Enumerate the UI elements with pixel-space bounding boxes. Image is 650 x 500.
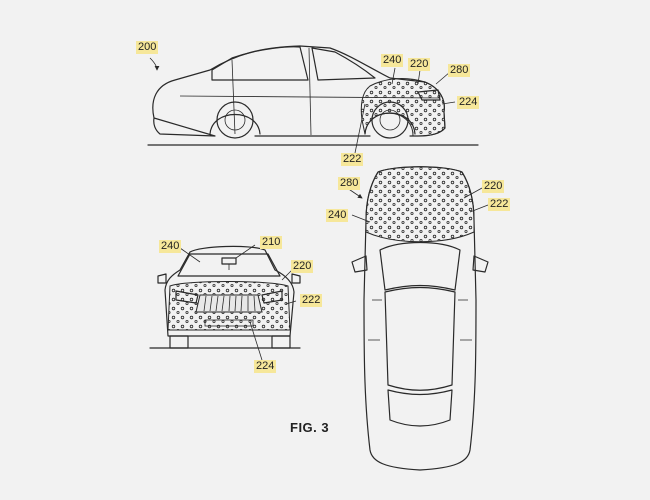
label-280-top: 280 (338, 177, 360, 190)
label-220-top: 220 (482, 180, 504, 193)
top-coating-region (366, 167, 474, 242)
label-280-side: 280 (448, 64, 470, 77)
front-right-tire (272, 336, 290, 348)
top-view-vehicle (340, 167, 488, 470)
label-240-side: 240 (381, 54, 403, 67)
front-view-vehicle (150, 245, 300, 360)
top-mirrors (352, 256, 488, 272)
label-240-top: 240 (326, 209, 348, 222)
label-224-front: 224 (254, 360, 276, 373)
label-222-front: 222 (300, 294, 322, 307)
front-left-tire (170, 336, 188, 348)
label-210-front: 210 (260, 236, 282, 249)
side-roof-windows (212, 47, 375, 80)
top-windshield (380, 243, 460, 291)
label-224-side: 224 (457, 96, 479, 109)
label-220-side: 220 (408, 58, 430, 71)
front-sensor (222, 258, 236, 264)
label-240-front: 240 (159, 240, 181, 253)
figure-caption: FIG. 3 (290, 420, 329, 435)
top-rear-window (388, 390, 452, 426)
label-220-front: 220 (291, 260, 313, 273)
top-roof (385, 288, 455, 391)
label-200-vehicle: 200 (136, 41, 158, 54)
label-222-top: 222 (488, 198, 510, 211)
label-222-side: 222 (341, 153, 363, 166)
